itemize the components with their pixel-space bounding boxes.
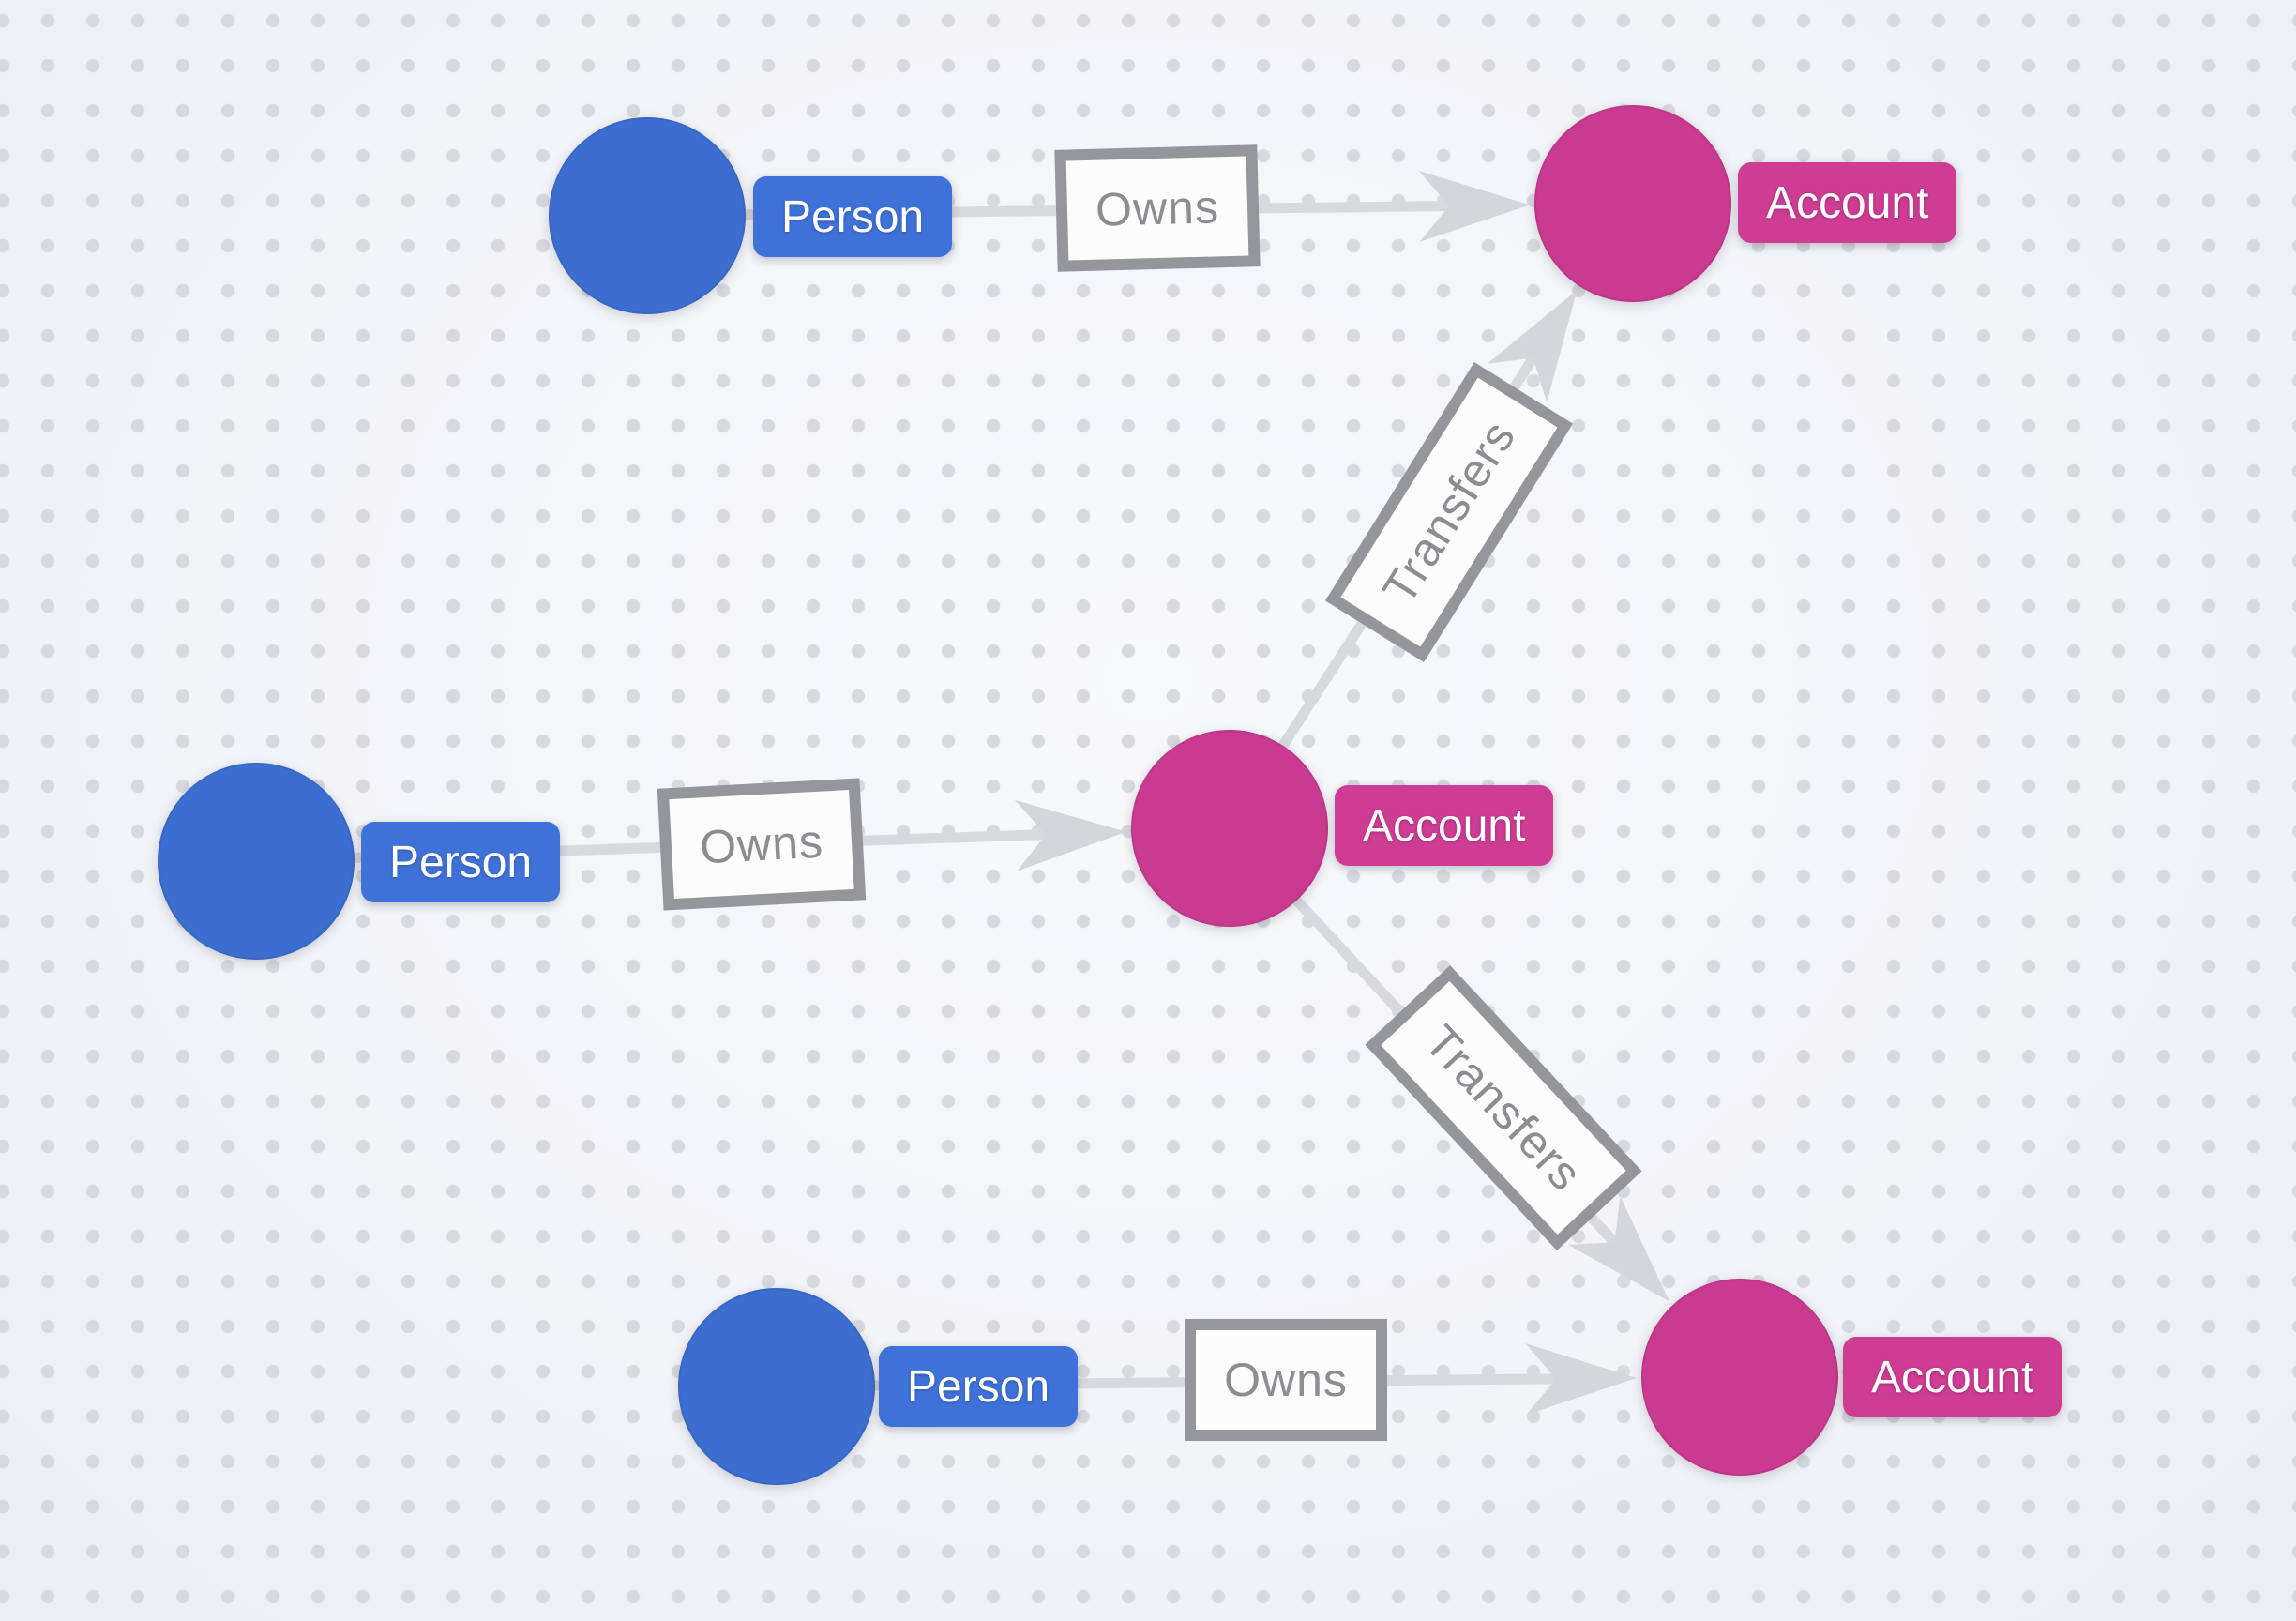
relationship-label: Owns bbox=[1224, 1354, 1348, 1406]
node-label-text: Person bbox=[907, 1361, 1050, 1412]
relationship-box-owns-1[interactable]: Owns bbox=[1054, 144, 1261, 272]
arrowhead-icon bbox=[1567, 1196, 1669, 1302]
arrowhead-icon bbox=[1014, 799, 1126, 871]
node-label-text: Account bbox=[1871, 1352, 2034, 1402]
node-label-account-2[interactable]: Account bbox=[1335, 785, 1554, 866]
node-account-3[interactable] bbox=[1641, 1279, 1838, 1476]
node-label-text: Person bbox=[389, 837, 533, 887]
relationship-label: Owns bbox=[698, 814, 825, 874]
node-person-2[interactable] bbox=[158, 763, 355, 960]
node-label-account-1[interactable]: Account bbox=[1738, 162, 1957, 243]
node-label-account-3[interactable]: Account bbox=[1843, 1337, 2062, 1417]
node-label-text: Account bbox=[1766, 177, 1929, 228]
node-label-person-2[interactable]: Person bbox=[361, 822, 561, 902]
node-account-2[interactable] bbox=[1131, 730, 1328, 927]
node-label-text: Account bbox=[1363, 800, 1526, 851]
node-person-1[interactable] bbox=[549, 117, 746, 314]
arrowhead-icon bbox=[1418, 170, 1530, 242]
node-label-person-1[interactable]: Person bbox=[753, 176, 953, 257]
arrowhead-icon bbox=[1487, 290, 1578, 403]
node-person-3[interactable] bbox=[678, 1288, 875, 1485]
relationship-label: Owns bbox=[1095, 180, 1220, 236]
node-label-person-3[interactable]: Person bbox=[879, 1346, 1079, 1427]
node-account-1[interactable] bbox=[1534, 105, 1731, 302]
arrowhead-icon bbox=[1525, 1343, 1637, 1416]
node-label-text: Person bbox=[781, 191, 925, 242]
relationship-box-owns-2[interactable]: Owns bbox=[657, 778, 867, 911]
relationship-box-owns-3[interactable]: Owns bbox=[1185, 1319, 1387, 1441]
